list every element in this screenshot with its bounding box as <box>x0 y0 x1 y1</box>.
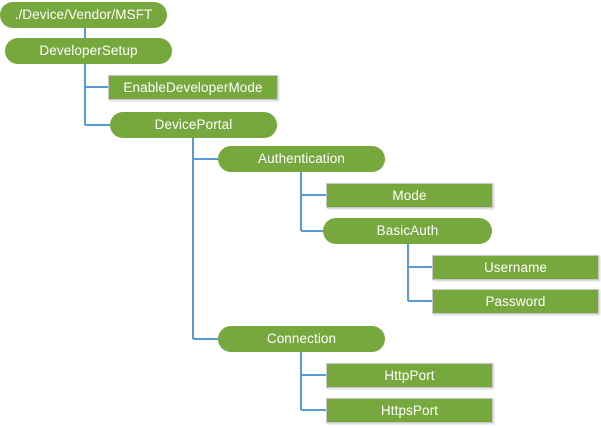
connector-deviceportal-to-authentication <box>192 138 218 160</box>
tree-node-label: DevicePortal <box>154 117 233 133</box>
tree-node-httpsport[interactable]: HttpsPort <box>326 398 493 423</box>
tree-node-label: ./Device/Vendor/MSFT <box>14 7 153 23</box>
tree-node-label: Authentication <box>258 151 345 167</box>
connector-authentication-to-mode <box>300 172 326 196</box>
tree-node-basicauth[interactable]: BasicAuth <box>323 218 492 244</box>
tree-node-label: Username <box>483 259 548 275</box>
tree-node-authentication[interactable]: Authentication <box>218 146 385 172</box>
connector-connection-to-httpport <box>300 352 326 376</box>
tree-node-label: DeveloperSetup <box>39 43 138 59</box>
tree-node-label: HttpPort <box>384 367 435 383</box>
tree-node-root[interactable]: ./Device/Vendor/MSFT <box>0 2 167 28</box>
connector-developersetup-to-enabledevelopermode <box>84 64 108 88</box>
tree-node-deviceportal[interactable]: DevicePortal <box>110 112 277 138</box>
tree-node-password[interactable]: Password <box>432 289 599 314</box>
tree-node-label: Connection <box>266 331 337 347</box>
tree-node-developersetup[interactable]: DeveloperSetup <box>5 38 172 64</box>
tree-node-httpport[interactable]: HttpPort <box>326 363 493 388</box>
connector-connection-to-httpsport <box>300 352 326 411</box>
connector-basicauth-to-password <box>407 244 432 302</box>
connector-deviceportal-to-connection <box>192 138 218 340</box>
tree-node-mode[interactable]: Mode <box>326 183 493 208</box>
connector-basicauth-to-username <box>407 244 432 268</box>
tree-node-label: BasicAuth <box>376 223 439 239</box>
tree-node-label: HttpsPort <box>380 402 439 418</box>
tree-node-enabledevelopermode[interactable]: EnableDeveloperMode <box>108 75 278 100</box>
tree-node-label: Password <box>485 293 546 309</box>
tree-node-label: EnableDeveloperMode <box>123 79 263 95</box>
tree-node-username[interactable]: Username <box>432 255 599 280</box>
tree-node-connection[interactable]: Connection <box>218 326 385 352</box>
tree-node-label: Mode <box>392 187 427 203</box>
connector-authentication-to-basicauth <box>300 172 323 232</box>
connector-developersetup-to-deviceportal <box>84 64 110 126</box>
